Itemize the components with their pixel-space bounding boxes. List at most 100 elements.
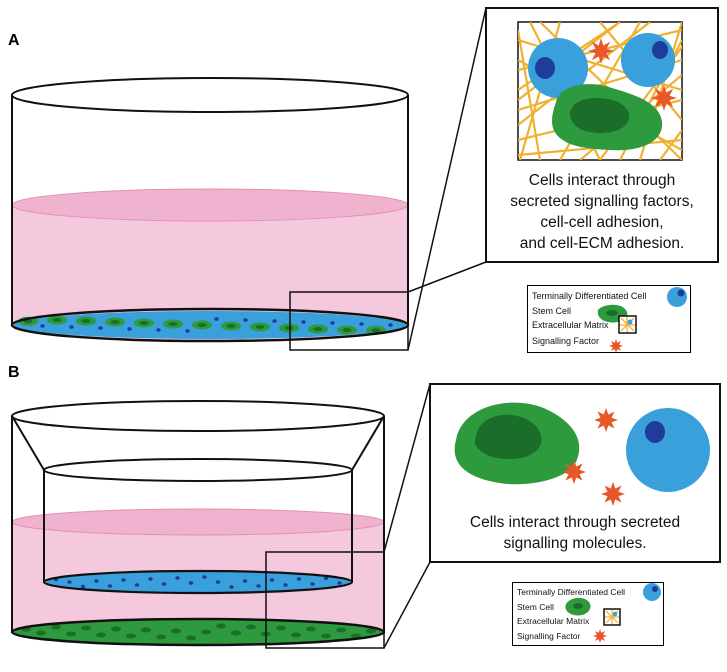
signal-factor-icon	[588, 38, 614, 64]
diff-nucleus	[156, 328, 161, 332]
diff-nucleus	[67, 580, 72, 584]
stem-nucleus	[246, 624, 256, 630]
diff-nucleus	[94, 579, 99, 583]
stem-nucleus	[306, 626, 316, 632]
stem-nucleus	[336, 627, 346, 633]
panel-a-zoom-line-top	[407, 261, 487, 293]
panel-a-cells	[18, 315, 393, 335]
diff-nucleus	[98, 326, 103, 330]
diff-nucleus	[40, 324, 45, 328]
stem-nucleus	[276, 625, 286, 631]
stem-nucleus	[110, 320, 120, 324]
diff-nucleus	[121, 578, 126, 582]
stem-nucleus	[342, 328, 352, 332]
legend-a-terminal-cell: Terminally Differentiated Cell	[532, 291, 647, 301]
diff-nucleus-b	[645, 421, 665, 443]
legend-b-signalling: Signalling Factor	[517, 631, 581, 641]
diff-nucleus	[323, 576, 329, 581]
legend-a-ecm: Extracellular Matrix	[532, 320, 609, 330]
stem-nucleus	[201, 629, 211, 635]
signal-factor-icon	[594, 408, 618, 432]
stem-nucleus	[291, 632, 301, 638]
legend-a-icons	[597, 287, 687, 334]
stem-nucleus	[313, 327, 323, 331]
stem-nucleus	[156, 634, 166, 640]
stem-nucleus	[66, 631, 76, 637]
panel-b-label: B	[8, 364, 20, 381]
diff-nucleus	[388, 323, 393, 327]
stem-nucleus	[366, 628, 376, 634]
callout-a-line-3: cell-cell adhesion,	[540, 214, 664, 231]
panel-a-dish-rim	[11, 77, 409, 113]
stem-nucleus	[168, 322, 178, 326]
stem-nucleus-inset	[569, 98, 630, 134]
diff-nucleus	[330, 321, 335, 325]
diff-nucleus	[310, 582, 315, 586]
diff-nucleus	[188, 581, 194, 585]
diff-nucleus	[175, 576, 180, 580]
stem-nucleus	[255, 325, 265, 329]
stem-nucleus	[284, 326, 294, 330]
panel-a-zoom-box	[289, 291, 409, 351]
diff-nucleus-inset-2	[652, 41, 668, 59]
diff-cell-b	[626, 408, 710, 492]
stem-nucleus	[36, 630, 46, 636]
diff-cell-inset-2	[621, 33, 675, 87]
diff-nucleus	[134, 583, 140, 587]
stem-nucleus	[186, 635, 196, 641]
panel-b-bottom-layer	[14, 620, 382, 644]
diff-nucleus	[214, 317, 219, 321]
legend-a: Terminally Differentiated Cell Stem Cell…	[527, 285, 691, 353]
diff-nucleus	[359, 322, 364, 326]
ecm-fiber	[518, 29, 542, 160]
diff-nucleus	[69, 325, 74, 329]
stem-nucleus	[321, 633, 331, 639]
panel-a-signal-factors	[588, 38, 677, 111]
signal-factor-icon	[593, 629, 607, 643]
stem-nucleus	[111, 626, 121, 632]
stem-nucleus	[371, 328, 381, 333]
callout-a-line-2: secreted signalling factors,	[510, 193, 694, 210]
stem-nucleus-b	[474, 414, 542, 460]
callout-a-line-4: and cell-ECM adhesion.	[519, 235, 685, 252]
stem-nucleus	[141, 627, 151, 633]
panel-a-media-surface	[11, 188, 409, 222]
panel-a-dish	[10, 77, 410, 343]
callout-a-line-1: Cells interact through	[528, 172, 676, 189]
legend-b-icons	[565, 583, 661, 626]
panel-b-dish	[10, 400, 386, 647]
signal-factor-icon	[651, 85, 677, 111]
stem-nucleus	[126, 633, 136, 639]
stem-nucleus	[81, 319, 91, 323]
panel-a-media	[12, 189, 408, 341]
diff-nucleus	[202, 575, 207, 579]
legend-a-signalling: Signalling Factor	[532, 336, 600, 346]
legend-b-signal-icon	[593, 629, 607, 643]
stem-nucleus	[96, 632, 106, 638]
diff-nucleus	[283, 583, 288, 587]
legend-a-signal-icon	[609, 339, 623, 353]
diff-cell-inset-1	[528, 38, 588, 98]
panel-a-callout-text: Cells interact through secreted signalli…	[486, 170, 718, 254]
panel-b-insert-base	[42, 569, 354, 595]
diff-nucleus	[229, 585, 234, 589]
stem-nucleus	[81, 625, 91, 631]
diff-nucleus	[269, 578, 275, 582]
panel-b-insert-cells	[53, 575, 342, 589]
diff-nucleus	[296, 577, 302, 581]
diff-nucleus	[80, 584, 86, 589]
diff-nucleus	[301, 320, 306, 324]
stem-nucleus	[51, 624, 61, 630]
stem-nucleus	[231, 630, 241, 636]
legend-b-ecm: Extracellular Matrix	[517, 616, 590, 626]
diff-nucleus	[215, 580, 221, 584]
diff-nucleus	[185, 329, 190, 333]
diff-nucleus	[161, 582, 167, 586]
diff-nucleus	[127, 327, 132, 331]
callout-b-line-1: Cells interact through secreted	[469, 514, 681, 531]
diff-nucleus	[243, 318, 248, 322]
signal-factor-icon	[609, 339, 623, 353]
diff-nucleus-inset-1	[535, 57, 555, 79]
panel-b-signal-factors	[562, 408, 625, 506]
stem-nucleus	[197, 323, 207, 327]
